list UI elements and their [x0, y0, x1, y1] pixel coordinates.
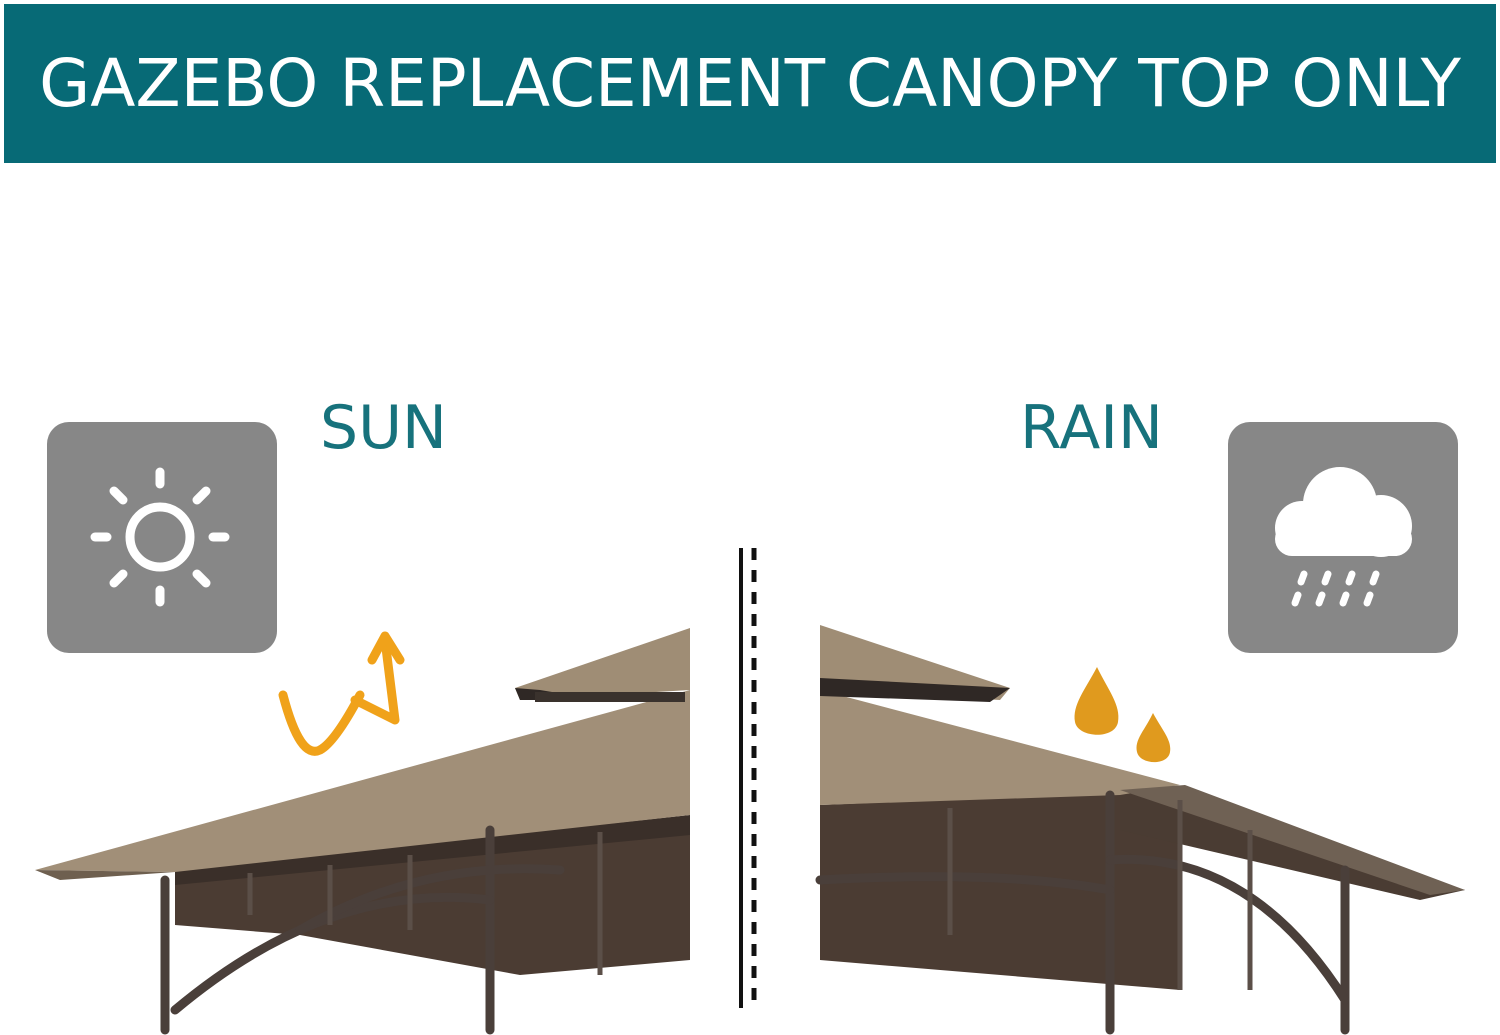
rain-cloud-icon	[1275, 467, 1412, 607]
sun-icon-tile	[47, 422, 277, 653]
uv-arrow-icon	[278, 631, 405, 756]
sun-icon	[90, 467, 230, 607]
sun-label: SUN	[320, 393, 447, 463]
water-drop-icon	[1074, 667, 1171, 763]
title-banner: GAZEBO REPLACEMENT CANOPY TOP ONLY	[4, 4, 1496, 163]
right-gazebo	[815, 625, 1465, 1035]
rain-label: RAIN	[1020, 393, 1163, 463]
left-gazebo	[35, 628, 690, 1035]
divider-line	[739, 548, 757, 1008]
banner-title: GAZEBO REPLACEMENT CANOPY TOP ONLY	[39, 45, 1461, 122]
rain-icon-tile	[1228, 422, 1458, 653]
